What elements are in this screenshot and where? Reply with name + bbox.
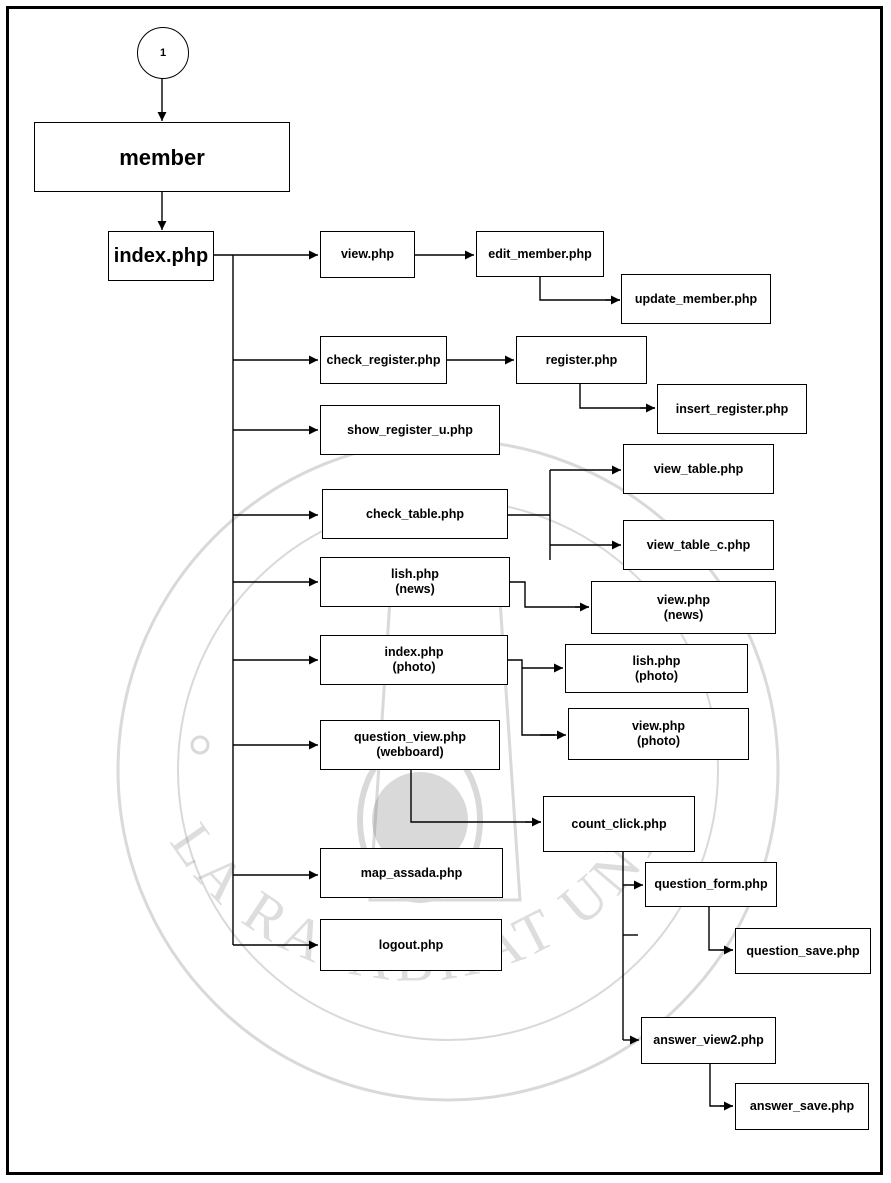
page-frame <box>6 6 883 1175</box>
node-view-news-line1: view.php <box>656 592 710 607</box>
node-answer-view2-php: answer_view2.php <box>641 1017 776 1064</box>
node-index-photo-line1: index.php <box>384 645 444 659</box>
node-view-photo: view.php (photo) <box>568 708 749 760</box>
seal-center-emblem <box>372 772 468 868</box>
node-view-photo-line2: (photo) <box>636 734 681 748</box>
node-register-php: register.php <box>516 336 647 384</box>
node-insert-register-php: insert_register.php <box>657 384 807 434</box>
node-view-photo-line1: view.php <box>631 719 685 733</box>
node-map-assada-php: map_assada.php <box>320 848 503 898</box>
node-question-view-line1: question_view.php <box>353 730 467 744</box>
node-answer-save-php: answer_save.php <box>735 1083 869 1130</box>
node-show-register-u-php: show_register_u.php <box>320 405 500 455</box>
node-logout-php: logout.php <box>320 919 502 971</box>
node-count-click-php: count_click.php <box>543 796 695 852</box>
node-edit-member-php: edit_member.php <box>476 231 604 277</box>
node-view-news-line2: (news) <box>663 607 704 622</box>
node-lish-news-line2: (news) <box>395 582 435 596</box>
node-question-save-php: question_save.php <box>735 928 871 974</box>
node-view-php: view.php <box>320 231 415 278</box>
node-index-php: index.php <box>108 231 214 281</box>
node-index-photo: index.php (photo) <box>320 635 508 685</box>
node-lish-news-line1: lish.php <box>391 567 439 581</box>
node-lish-photo: lish.php (photo) <box>565 644 748 693</box>
node-view-news: view.php (news) <box>591 581 776 634</box>
node-lish-photo-line2: (photo) <box>634 668 679 683</box>
node-question-view-line2: (webboard) <box>376 745 444 759</box>
node-check-table-php: check_table.php <box>322 489 508 539</box>
node-lish-photo-line1: lish.php <box>632 653 681 668</box>
node-view-table-php: view_table.php <box>623 444 774 494</box>
node-question-form-php: question_form.php <box>645 862 777 907</box>
connector-circle: 1 <box>137 27 189 79</box>
node-view-table-c-php: view_table_c.php <box>623 520 774 570</box>
node-index-photo-line2: (photo) <box>392 660 436 674</box>
node-check-register-php: check_register.php <box>320 336 447 384</box>
node-update-member-php: update_member.php <box>621 274 771 324</box>
node-lish-news: lish.php (news) <box>320 557 510 607</box>
node-question-view: question_view.php (webboard) <box>320 720 500 770</box>
node-member: member <box>34 122 290 192</box>
